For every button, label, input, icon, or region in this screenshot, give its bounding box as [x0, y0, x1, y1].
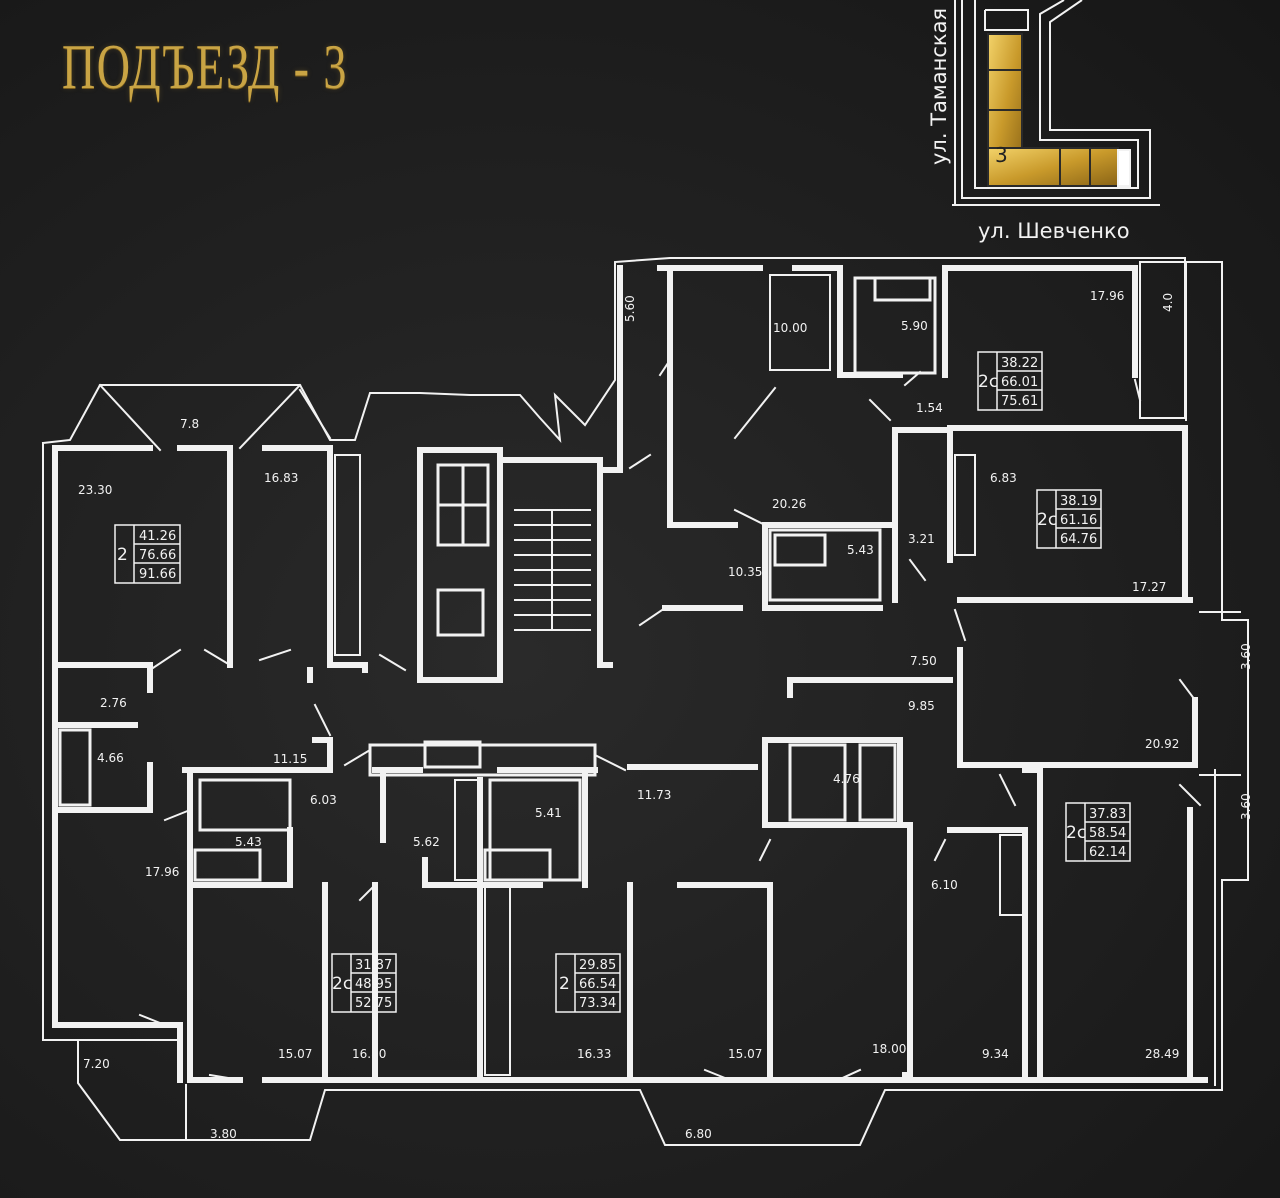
living-area: 29.85: [579, 958, 616, 973]
room-area: 6.80: [685, 1127, 712, 1141]
room-area: 6.03: [310, 793, 337, 807]
room-area: 17.27: [1132, 580, 1166, 594]
room-area: 3.60: [1239, 643, 1253, 670]
room-area: 9.34: [982, 1047, 1009, 1061]
room-area: 6.83: [990, 471, 1017, 485]
room-area: 5.62: [413, 835, 440, 849]
room-area: 3.60: [1239, 793, 1253, 820]
page-title: ПОДЪЕЗД - 3: [62, 31, 348, 102]
site-plan: [952, 0, 1160, 206]
room-area: 4.0: [1161, 293, 1175, 312]
room-area: 16.83: [264, 471, 298, 485]
room-area: 16.80: [352, 1047, 386, 1061]
street-label-shevchenko: ул. Шевченко: [978, 219, 1130, 243]
living-area: 38.22: [1001, 356, 1038, 371]
room-area: 2.76: [100, 696, 127, 710]
apartment-1: 2 41.26 76.66 91.66: [117, 529, 176, 582]
room-area: 15.07: [728, 1047, 762, 1061]
apartment-type: 2: [117, 545, 128, 565]
entrance-number: 3: [995, 143, 1008, 167]
room-area: 20.92: [1145, 737, 1179, 751]
room-area: 18.00: [872, 1042, 906, 1056]
living-area: 37.83: [1089, 807, 1126, 822]
room-area: 16.33: [577, 1047, 611, 1061]
room-area: 7.20: [83, 1057, 110, 1071]
room-area: 4.76: [833, 772, 860, 786]
total-area-with-balcony: 91.66: [139, 567, 176, 582]
total-area-with-balcony: 73.34: [579, 996, 616, 1011]
apartment-5: 2с 31.87 48.95 52.75: [332, 958, 392, 1011]
living-area: 31.87: [355, 958, 392, 973]
total-area: 58.54: [1089, 826, 1126, 841]
room-area-labels: 7.8 23.30 16.83 5.60 10.00 5.90 17.96 4.…: [78, 289, 1253, 1141]
total-area: 66.54: [579, 977, 616, 992]
room-area: 15.07: [278, 1047, 312, 1061]
room-area: 4.66: [97, 751, 124, 765]
room-area: 6.10: [931, 878, 958, 892]
room-area: 20.26: [772, 497, 806, 511]
apartment-type: 2: [559, 974, 570, 994]
room-area: 5.43: [847, 543, 874, 557]
room-area: 7.50: [910, 654, 937, 668]
apartment-info-boxes: [114, 351, 1131, 1013]
apartment-3: 2с 38.19 61.16 64.76: [1037, 494, 1097, 547]
room-area: 11.15: [273, 752, 307, 766]
room-area: 5.41: [535, 806, 562, 820]
room-area: 3.80: [210, 1127, 237, 1141]
room-area: 11.73: [637, 788, 671, 802]
total-area-with-balcony: 75.61: [1001, 394, 1038, 409]
room-area: 1.54: [916, 401, 943, 415]
apartment-4: 2с 37.83 58.54 62.14: [1066, 807, 1126, 860]
living-area: 38.19: [1060, 494, 1097, 509]
apartment-6: 2 29.85 66.54 73.34: [559, 958, 616, 1011]
room-area: 5.43: [235, 835, 262, 849]
room-area: 28.49: [1145, 1047, 1179, 1061]
floor-plan-walls: [41, 257, 1249, 1146]
total-area: 76.66: [139, 548, 176, 563]
total-area-with-balcony: 62.14: [1089, 845, 1126, 860]
street-label-tamanskaya: ул. Таманская: [927, 8, 951, 165]
room-area: 10.00: [773, 321, 807, 335]
living-area: 41.26: [139, 529, 176, 544]
room-area: 10.35: [728, 565, 762, 579]
total-area-with-balcony: 64.76: [1060, 532, 1097, 547]
apartment-type: 2с: [978, 372, 998, 392]
apartment-2: 2с 38.22 66.01 75.61: [978, 356, 1038, 409]
total-area: 66.01: [1001, 375, 1038, 390]
room-area: 3.21: [908, 532, 935, 546]
room-area: 23.30: [78, 483, 112, 497]
apartment-type: 2с: [1066, 823, 1086, 843]
room-area: 5.90: [901, 319, 928, 333]
room-area: 17.96: [145, 865, 179, 879]
room-area: 17.96: [1090, 289, 1124, 303]
total-area: 48.95: [355, 977, 392, 992]
apartment-type: 2с: [1037, 510, 1057, 530]
building-footprint: [987, 33, 1131, 187]
total-area-with-balcony: 52.75: [355, 996, 392, 1011]
room-area: 5.60: [623, 295, 637, 322]
room-area: 7.8: [180, 417, 199, 431]
total-area: 61.16: [1060, 513, 1097, 528]
apartment-type: 2с: [332, 974, 352, 994]
room-area: 9.85: [908, 699, 935, 713]
